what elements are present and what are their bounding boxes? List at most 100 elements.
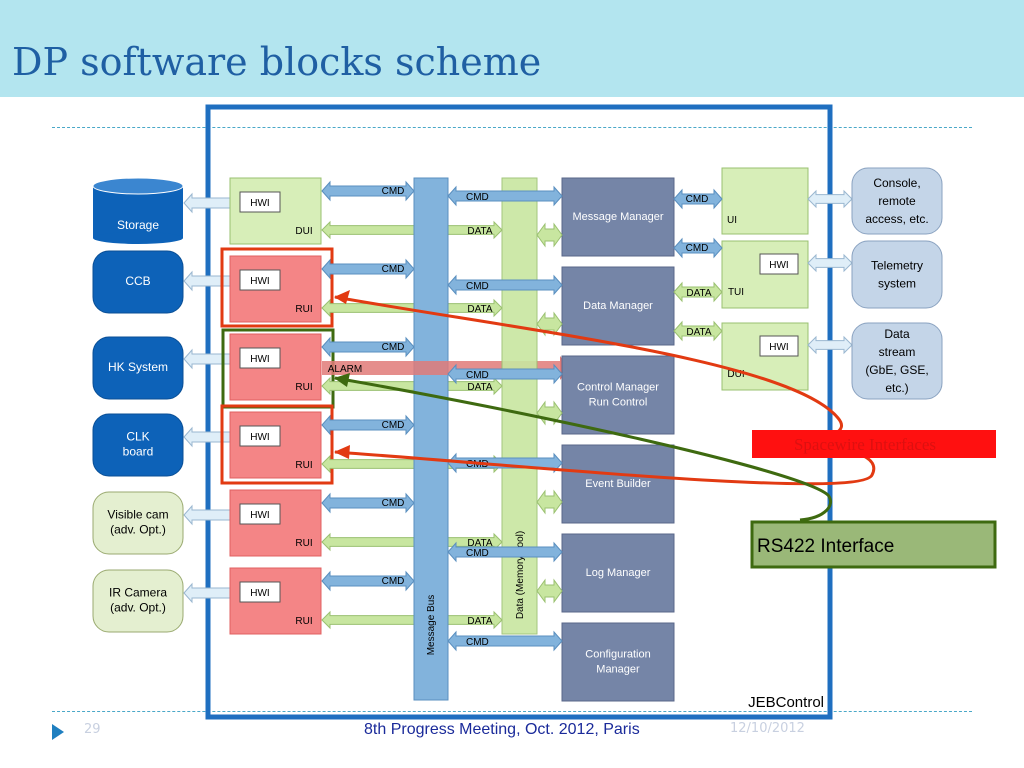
rs422-arrowhead [334,373,350,387]
manager-cmd-arrow [447,541,563,563]
hwi-label: HWI [250,354,269,365]
left-block [92,491,184,555]
ui-cmd-arrow [673,188,723,210]
data-label: DATA [467,304,493,315]
external-block [851,240,943,309]
cmd-label: CMD [382,498,405,509]
footer-date: 12/10/2012 [730,721,805,736]
left-block [92,413,184,477]
manager-cmd-label: CMD [466,192,489,203]
manager-block [561,355,675,435]
data-label: DATA [467,538,493,549]
hwi-box [239,503,281,525]
dui-data-arrow [673,320,723,342]
dui-data-label: DATA [686,327,712,338]
left-block [92,569,184,633]
right-hwi-box [759,335,799,357]
manager-data-arrow [536,222,563,248]
hwi-box [239,269,281,291]
hwi-label: HWI [250,432,269,443]
bottom-divider [52,711,972,712]
footer-arrow-icon [52,724,64,740]
hwi-box [239,347,281,369]
storage-cylinder-bottom [93,232,183,244]
data-label: DATA [467,382,493,393]
right-hwi-label: HWI [769,260,788,271]
hwi-label: HWI [250,588,269,599]
alarm-label: ALARM [328,364,362,375]
spacewire-highlight-2 [220,404,334,485]
manager-cmd-arrow [447,630,563,652]
tui-cmd-arrow [673,237,723,259]
manager-block [561,177,675,257]
rs422-curve [334,376,833,522]
rs422-label: RS422 Interface [757,536,894,557]
rs422-label-box [750,520,997,569]
manager-data-arrow [536,489,563,515]
manager-cmd-label: CMD [466,281,489,292]
tui-cmd-label: CMD [686,243,709,254]
cmd-label: CMD [382,420,405,431]
left-block-label: Visible cam(adv. Opt.) [107,508,168,537]
page-number: 29 [84,722,101,737]
manager-label: Data Manager [583,300,653,312]
tui-data-arrow [673,281,723,303]
unit-label: RUI [295,616,312,627]
data-label: DATA [467,616,493,627]
right-unit-label: UI [727,215,737,226]
manager-data-arrow [536,578,563,604]
manager-cmd-label: CMD [466,370,489,381]
manager-block [561,266,675,346]
manager-label: Message Manager [572,211,663,223]
spacewire-highlight-1 [220,247,334,328]
hwi-label: HWI [250,510,269,521]
data-pool-label: Data (Memory pool) [515,531,526,619]
unit-label: RUI [295,460,312,471]
jebcontrol-label: JEBControl [748,694,824,711]
message-bus [413,177,449,701]
cmd-label: CMD [382,186,405,197]
top-divider [52,127,972,128]
manager-label: Log Manager [586,567,651,579]
right-unit-label: TUI [728,287,744,298]
right-unit-block [721,167,809,235]
hwi-label: HWI [250,198,269,209]
external-block [851,167,943,235]
unit-label: DUI [295,226,312,237]
page-title: DP software blocks scheme [12,40,542,84]
manager-cmd-arrow [447,274,563,296]
hwi-box [239,191,281,213]
title-bar [0,0,1024,97]
left-block [92,336,184,400]
storage-cylinder-top [92,177,184,195]
footer-meeting: 8th Progress Meeting, Oct. 2012, Paris [364,721,640,738]
left-block-label: HK System [108,360,168,374]
external-block [851,322,943,400]
manager-cmd-arrow [447,185,563,207]
data-memory-pool [501,177,538,635]
spacewire-arrowhead-1 [334,290,350,304]
spacewire-label: Spacewire Interfaces [794,435,936,454]
tui-data-label: DATA [686,288,712,299]
ui-cmd-label: CMD [686,194,709,205]
right-hwi-label: HWI [769,342,788,353]
spacewire-label-box [752,430,996,458]
spacewire-arrowhead-2 [334,445,350,459]
manager-cmd-arrow [447,363,563,385]
manager-cmd-label: CMD [466,548,489,559]
manager-block [561,444,675,524]
storage-cylinder-body [93,186,183,238]
left-block-label: IR Camera(adv. Opt.) [109,586,167,615]
cmd-label: CMD [382,264,405,275]
storage-label: Storage [117,218,159,232]
data-label: DATA [467,226,493,237]
manager-block [561,622,675,702]
spacewire-curve-2 [334,448,876,486]
cmd-label: CMD [382,342,405,353]
